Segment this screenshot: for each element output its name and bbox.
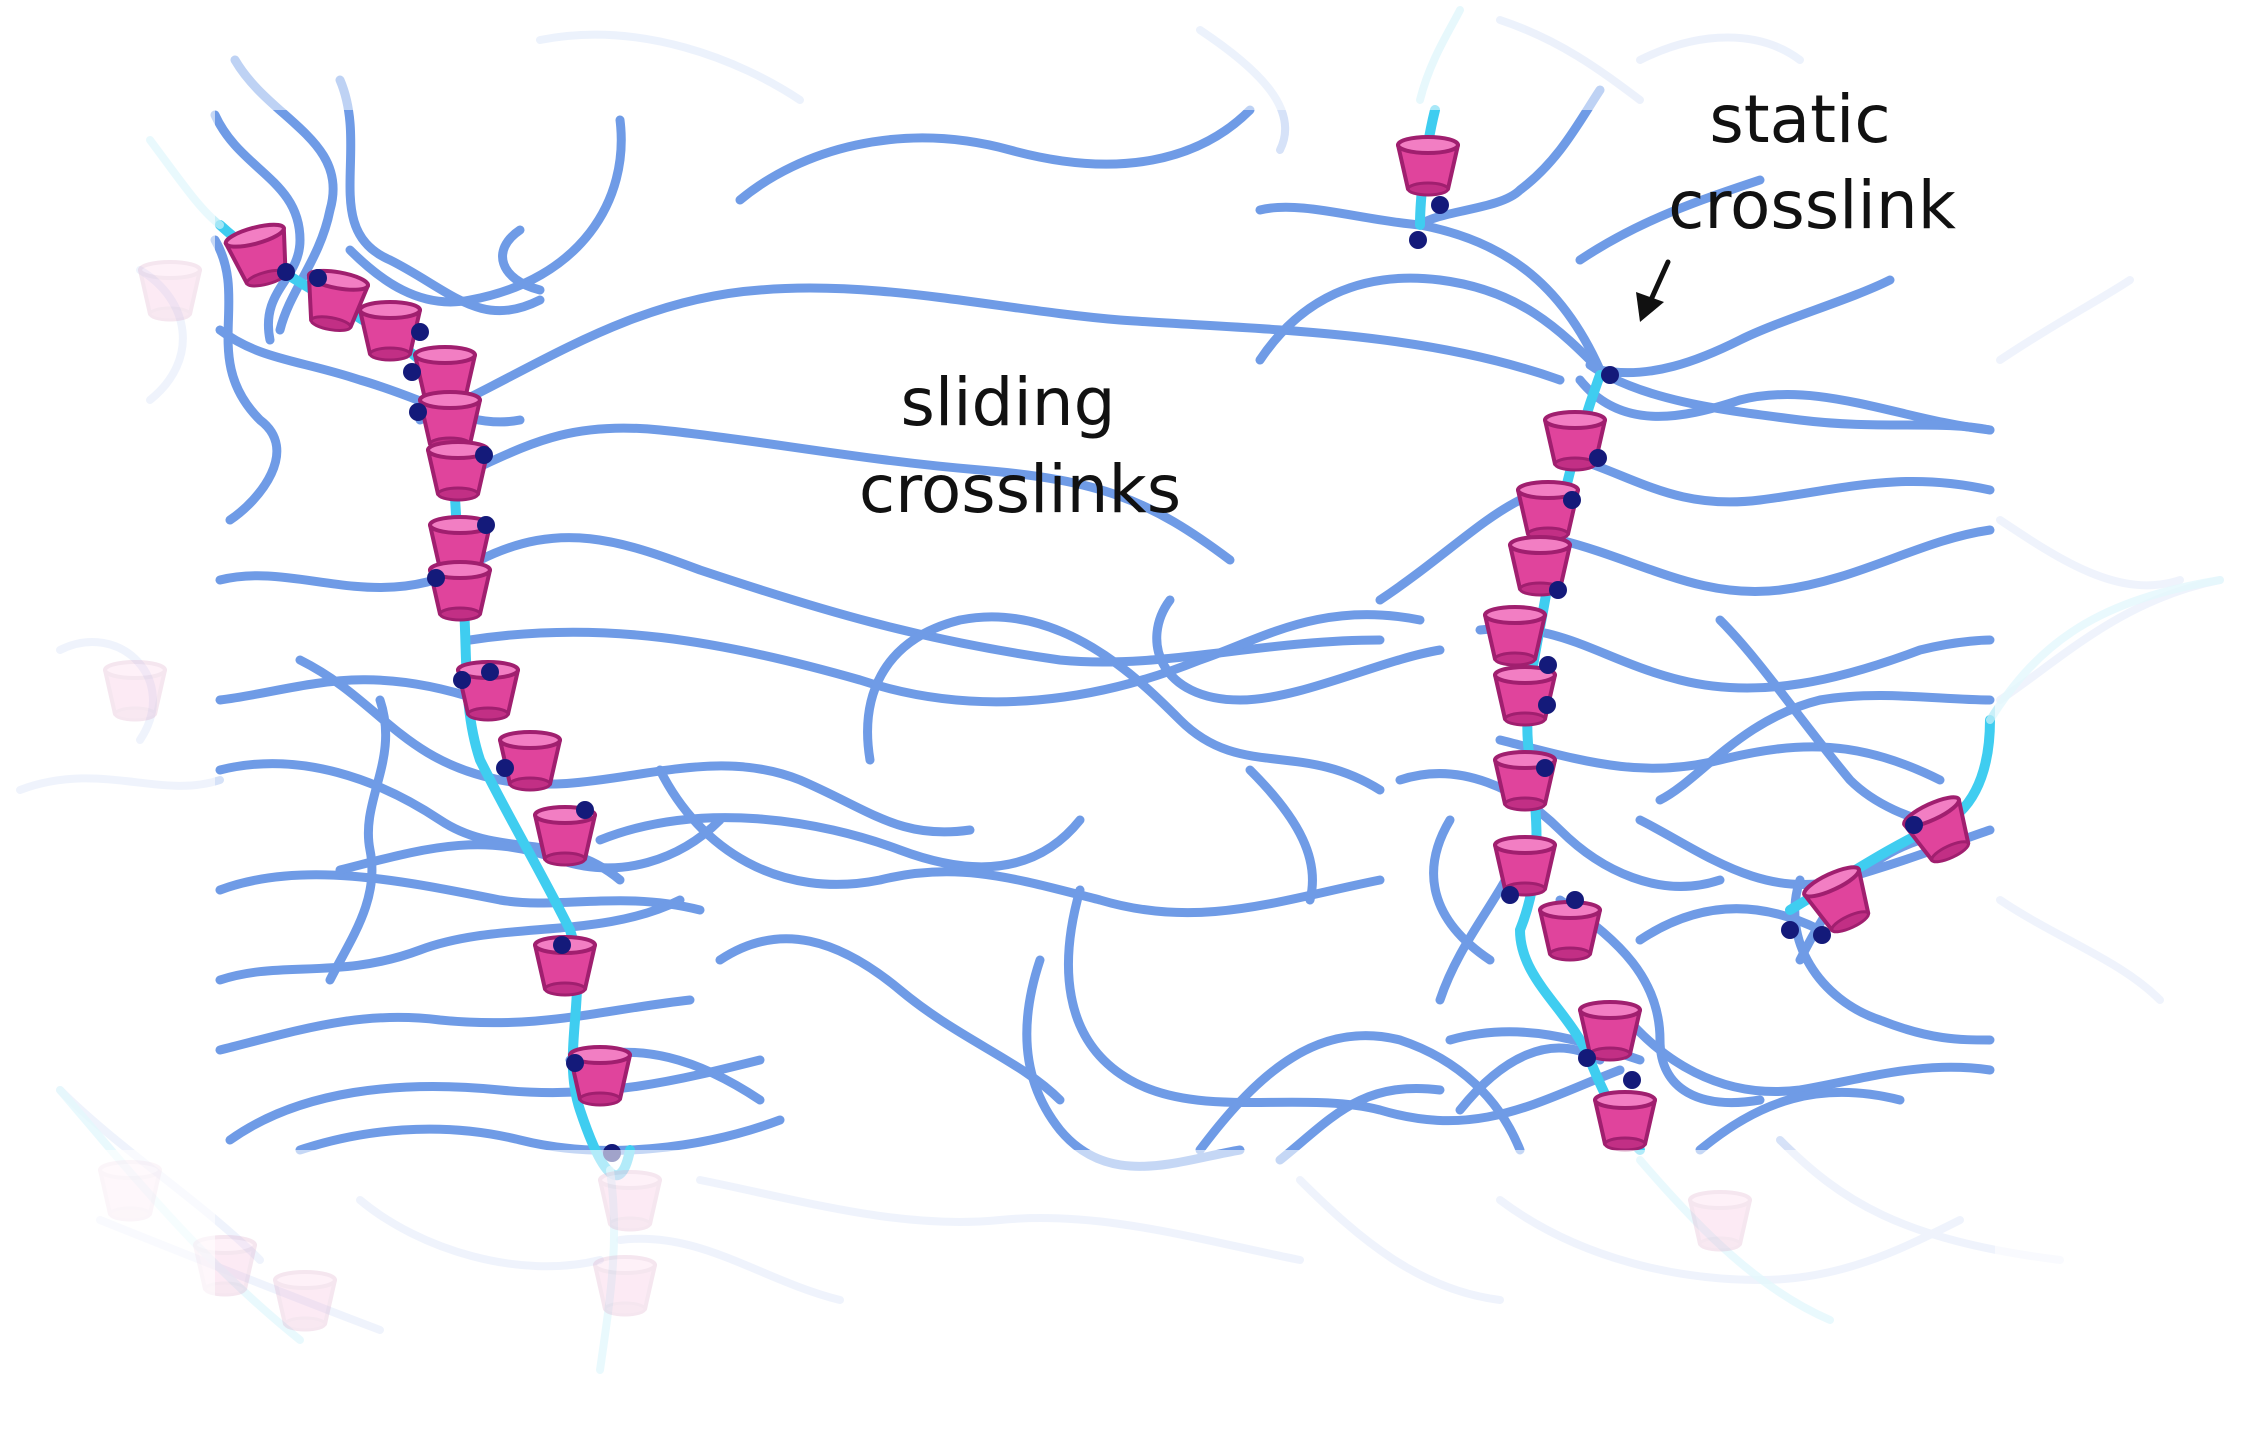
fade-bottom [0,1150,2245,1430]
static-label-line2: crosslink [1668,167,1957,244]
sliding-crosslinks-label: sliding crosslinks [859,364,1181,528]
crosslink-dots [277,196,1923,1162]
sliding-label-line1: sliding [900,364,1115,441]
fade-top [0,0,2245,110]
fade-right [1995,0,2245,1430]
static-label-line1: static [1709,81,1890,158]
fade-left [0,0,215,1430]
static-crosslink-arrow [1636,259,1671,322]
sliding-label-line2: crosslinks [859,451,1181,528]
polymer-strands [210,55,1995,1171]
static-crosslink-label: static crosslink [1668,81,1957,244]
